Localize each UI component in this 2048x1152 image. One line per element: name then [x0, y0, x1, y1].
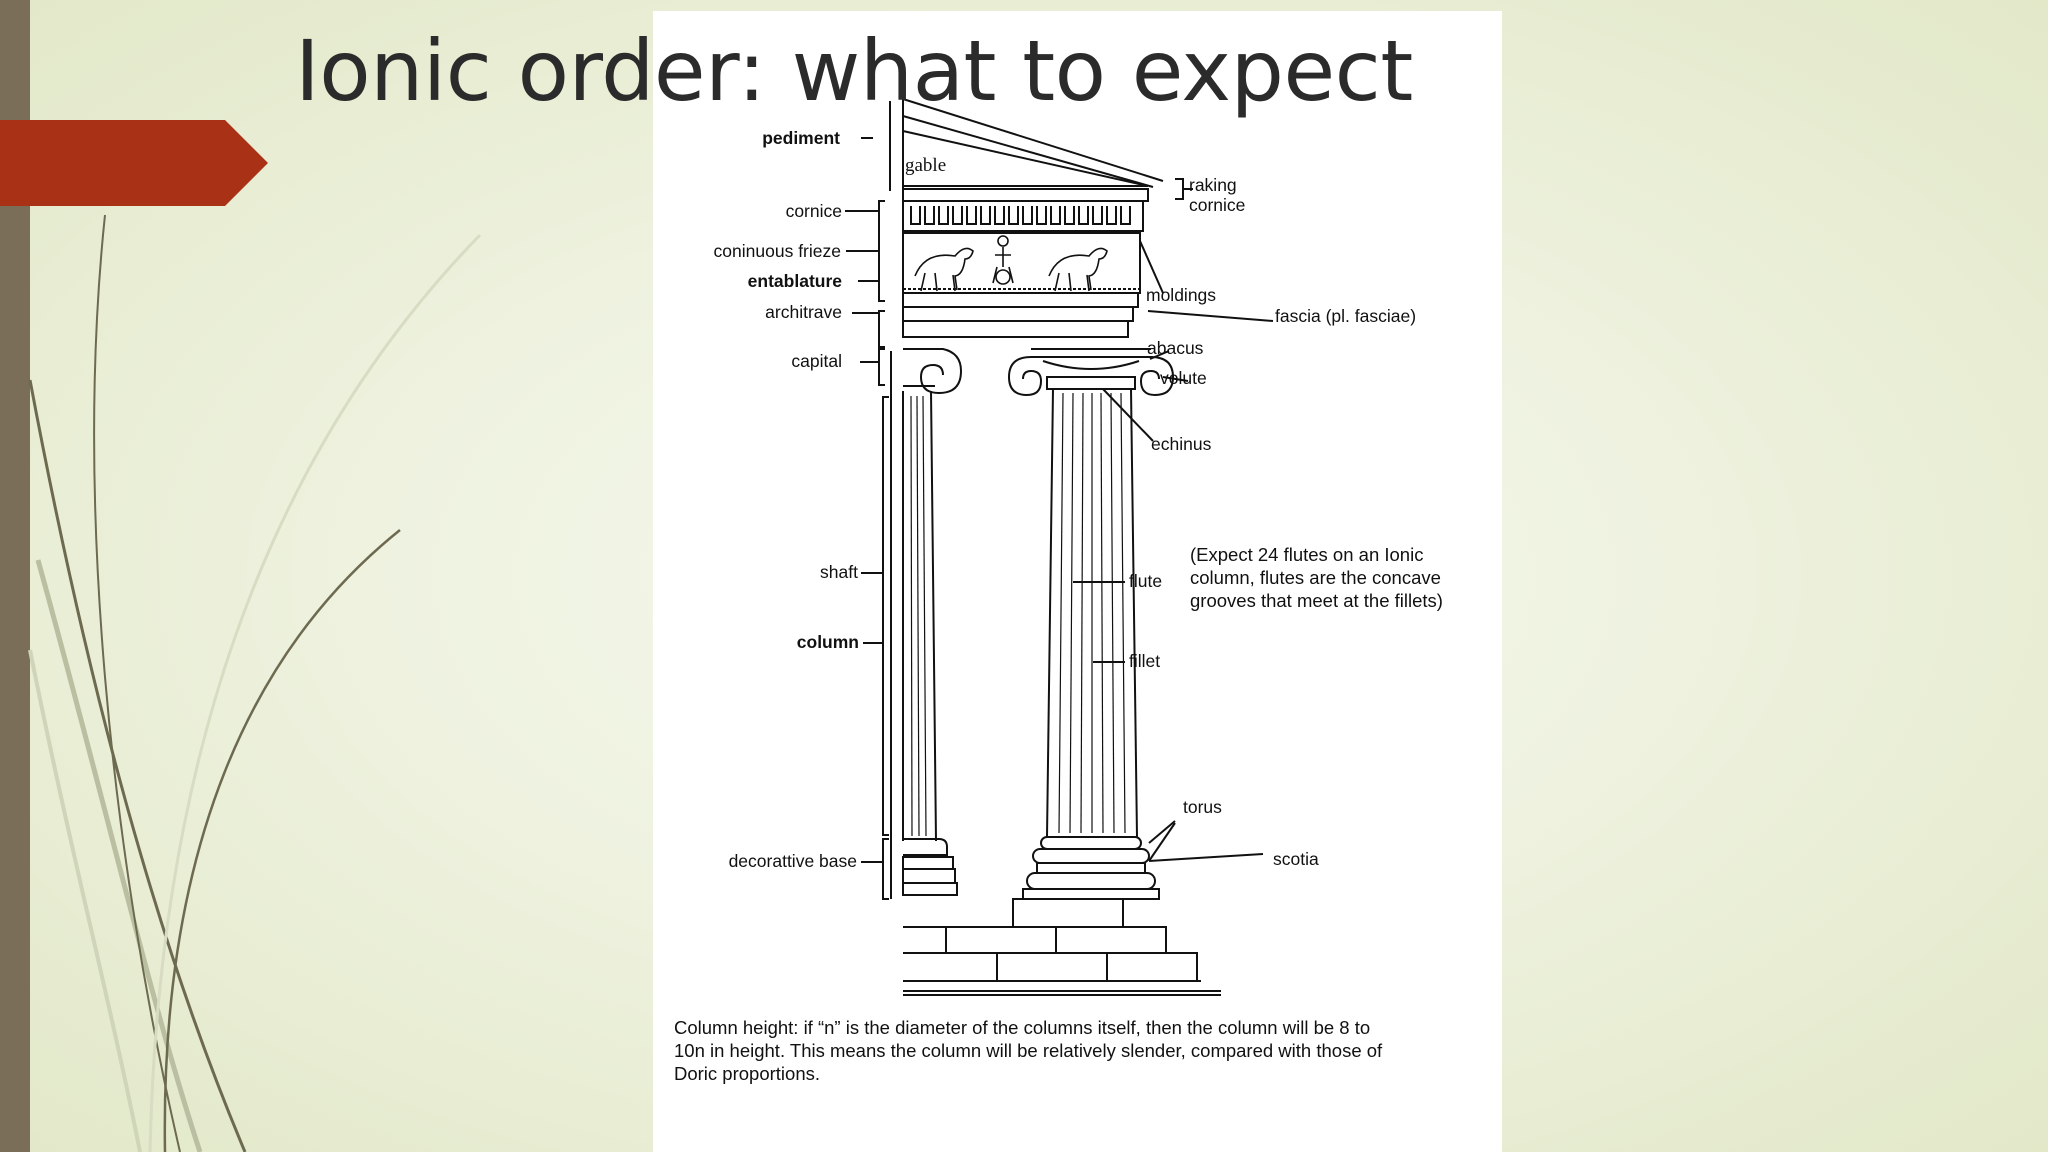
label-capital: capital: [791, 351, 842, 371]
label-decorative-base: decorattive base: [728, 851, 857, 871]
label-shaft: shaft: [820, 562, 858, 582]
label-fascia: fascia (pl. fasciae): [1275, 306, 1417, 326]
label-column: column: [796, 632, 859, 652]
label-continuous-frieze: coninuous frieze: [713, 241, 841, 261]
slide-title: Ionic order: what to expect: [295, 22, 1413, 120]
label-flute: flute: [1129, 571, 1163, 591]
label-fillet: fillet: [1129, 651, 1161, 671]
ionic-order-diagram: pediment gable raking cornice cornice co…: [653, 11, 1502, 1152]
label-pediment: pediment: [762, 128, 840, 148]
column-height-caption: Column height: if “n” is the diameter of…: [674, 1017, 1383, 1084]
label-cornice: cornice: [785, 201, 842, 221]
decorative-curves: [28, 214, 482, 1152]
label-torus: torus: [1183, 797, 1222, 817]
label-gable: gable: [905, 155, 947, 176]
label-entablature: entablature: [747, 271, 842, 291]
label-raking-cornice-line1: raking: [1189, 175, 1237, 195]
title-accent-arrow: [0, 120, 268, 206]
label-architrave: architrave: [765, 302, 842, 322]
label-scotia: scotia: [1273, 849, 1319, 869]
flutes-note: (Expect 24 flutes on an Ionic column, fl…: [1190, 544, 1443, 611]
label-echinus: echinus: [1151, 434, 1212, 454]
label-abacus: abacus: [1147, 338, 1204, 358]
label-moldings: moldings: [1146, 285, 1217, 305]
column-drawing: [845, 95, 1274, 996]
label-volute: volute: [1160, 368, 1207, 388]
label-raking-cornice-line2: cornice: [1189, 195, 1246, 215]
